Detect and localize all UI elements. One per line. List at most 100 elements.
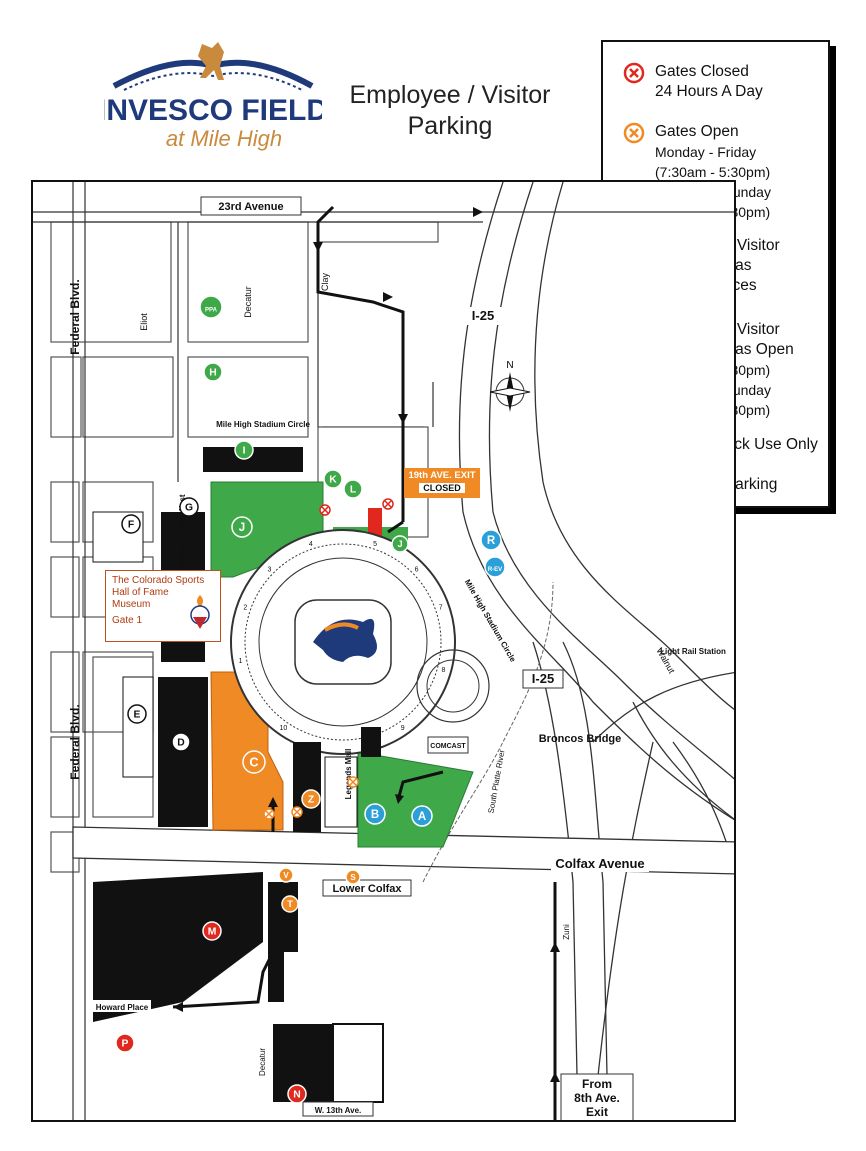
lot-marker-label: H bbox=[209, 368, 216, 379]
gate-open-icon bbox=[623, 122, 645, 144]
legend-text: Gates Open bbox=[655, 123, 739, 140]
lot-marker-c: C bbox=[242, 750, 266, 774]
lot-marker-label: G bbox=[185, 503, 193, 514]
lot-marker-g: G bbox=[179, 497, 199, 517]
river-label: South Platte River bbox=[487, 749, 507, 814]
lot-marker-label: R-EV bbox=[488, 567, 502, 573]
street-lower-colfax: Lower Colfax bbox=[332, 883, 402, 895]
lot-marker-j: J bbox=[391, 535, 409, 553]
stadium-gate-number: 2 bbox=[243, 604, 247, 611]
street-mile-high-stadium-circle: Mile High Stadium Circle bbox=[216, 420, 310, 429]
lot-marker-z: Z bbox=[301, 789, 321, 809]
lot-marker-r: R bbox=[480, 529, 502, 551]
highway-i25-south: I-25 bbox=[532, 671, 554, 686]
street-decatur-south: Decatur bbox=[258, 1048, 267, 1076]
lot-marker-label: L bbox=[350, 485, 356, 496]
logo-text-2: at Mile High bbox=[166, 126, 282, 151]
lot-marker-label: K bbox=[329, 475, 337, 486]
lot-marker-label: R bbox=[487, 535, 496, 547]
parking-map: 23rd Avenue Federal Blvd. Federal Blvd. … bbox=[31, 180, 736, 1122]
lot-marker-label: A bbox=[418, 811, 426, 823]
legend-text: Monday - Friday bbox=[655, 144, 757, 160]
lot-marker-n: N bbox=[287, 1084, 307, 1104]
lot-marker-ppa: PPA bbox=[199, 295, 223, 319]
stadium-gate-number: 6 bbox=[415, 566, 419, 573]
lot-marker-label: T bbox=[287, 899, 293, 909]
stadium bbox=[230, 529, 456, 755]
lot-marker-k: K bbox=[323, 469, 343, 489]
hof-line-3: Museum bbox=[112, 599, 151, 610]
stadium-gate-number: 3 bbox=[268, 566, 272, 573]
street-federal-blvd-south: Federal Blvd. bbox=[68, 704, 82, 779]
lot-marker-label: N bbox=[293, 1090, 300, 1101]
torch-icon bbox=[190, 595, 210, 629]
street-clay: Clay bbox=[320, 273, 330, 292]
gate-closed-icon bbox=[623, 62, 645, 84]
legends-mall-label: Legends Mall bbox=[344, 749, 353, 800]
invesco-field-logo: INVESCO FIELD at Mile High bbox=[98, 34, 328, 164]
lot-marker-t: T bbox=[281, 895, 299, 913]
compass-icon: N bbox=[489, 360, 531, 412]
lot-marker-b: B bbox=[364, 803, 386, 825]
lot-marker-a: A bbox=[411, 805, 433, 827]
exit-label: 19th AVE. EXIT bbox=[408, 470, 476, 481]
legend-text: 24 Hours A Day bbox=[655, 83, 763, 100]
logo-graphic: INVESCO FIELD at Mile High bbox=[98, 42, 328, 151]
street-howard-place: Howard Place bbox=[96, 1003, 149, 1012]
lot-marker-l: L bbox=[343, 479, 363, 499]
lot-marker-i: I bbox=[234, 440, 254, 460]
gate-open-icon bbox=[263, 808, 275, 820]
lot-marker-label: D bbox=[177, 738, 185, 749]
lot-marker-m: M bbox=[202, 921, 222, 941]
hof-line-2: Hall of Fame bbox=[112, 587, 169, 598]
lot-marker-label: I bbox=[243, 446, 246, 457]
closed-badge: CLOSED bbox=[419, 483, 465, 493]
gate-closed-icon bbox=[319, 504, 331, 516]
legend-text: (7:30am - 5:30pm) bbox=[655, 164, 771, 180]
street-mhsc-west: Mile High Stadium Circle West bbox=[178, 494, 187, 609]
broncos-bridge-label: Broncos Bridge bbox=[539, 733, 622, 745]
lot-marker-label: J bbox=[239, 522, 245, 534]
map-svg: 23rd Avenue Federal Blvd. Federal Blvd. … bbox=[33, 182, 734, 1120]
lot-marker-label: F bbox=[128, 520, 134, 531]
lot-marker-h: H bbox=[203, 362, 223, 382]
light-rail-label: Light Rail Station bbox=[660, 647, 726, 656]
lot-marker-e: E bbox=[127, 704, 147, 724]
street-w-13th-ave: W. 13th Ave. bbox=[315, 1106, 362, 1115]
page-title: Employee / Visitor Parking bbox=[330, 80, 570, 142]
lot-marker-label: E bbox=[134, 710, 141, 721]
street-23rd-avenue: 23rd Avenue bbox=[218, 201, 283, 213]
lot-marker-label: Z bbox=[308, 795, 315, 806]
stadium-gate-number: 4 bbox=[309, 541, 313, 548]
stadium-gate-number: 9 bbox=[401, 725, 405, 732]
lot-marker-label: C bbox=[249, 755, 258, 769]
lot-marker-d: D bbox=[171, 732, 191, 752]
lot-marker-label: V bbox=[283, 871, 289, 880]
title-line-2: Parking bbox=[407, 112, 493, 140]
comcast-label: COMCAST bbox=[430, 743, 466, 750]
hof-gate: Gate 1 bbox=[112, 615, 143, 626]
stadium-gate-number: 8 bbox=[442, 667, 446, 674]
title-line-1: Employee / Visitor bbox=[349, 81, 551, 109]
lot-marker-f: F bbox=[121, 514, 141, 534]
lot-marker-j: J bbox=[231, 516, 253, 538]
logo-text-1: INVESCO FIELD bbox=[104, 94, 322, 127]
stadium-gate-number: 7 bbox=[439, 604, 443, 611]
stadium-gate-number: 5 bbox=[373, 541, 377, 548]
lot-marker-label: PPA bbox=[205, 307, 218, 313]
gate-open-icon bbox=[347, 776, 359, 788]
lot-marker-label: J bbox=[397, 539, 402, 549]
highway-i25-north: I-25 bbox=[472, 308, 494, 323]
gate-closed-icon bbox=[382, 498, 394, 510]
from-exit-line-2: 8th Ave. bbox=[574, 1091, 620, 1105]
street-eliot: Eliot bbox=[139, 313, 149, 331]
compass-north: N bbox=[506, 360, 513, 371]
lot-marker-label: B bbox=[371, 809, 379, 821]
legend-text: Gates Closed bbox=[655, 63, 749, 80]
street-zuni: Zuni bbox=[562, 924, 571, 940]
street-federal-blvd-north: Federal Blvd. bbox=[68, 279, 82, 354]
from-exit-line-1: From bbox=[582, 1077, 612, 1091]
lot-marker-r-ev: R-EV bbox=[484, 556, 506, 578]
stadium-gate-number: 10 bbox=[279, 725, 287, 732]
hof-line-1: The Colorado Sports bbox=[112, 575, 205, 586]
